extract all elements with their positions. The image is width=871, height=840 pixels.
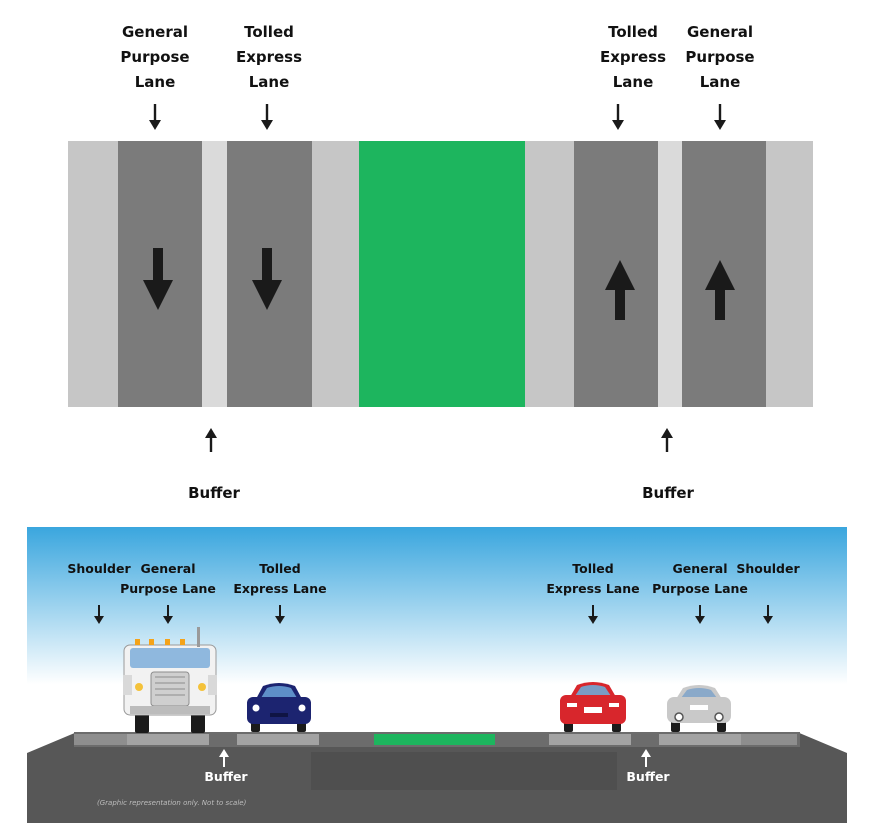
deck-shoulder-right <box>741 734 797 745</box>
label-line: Purpose Lane <box>120 581 216 596</box>
pointer-down-icon <box>163 605 173 624</box>
arrow-up-icon <box>705 260 735 320</box>
label-line: Purpose <box>685 48 755 66</box>
pointer-down-icon <box>612 104 624 130</box>
pointer-down-icon <box>261 104 273 130</box>
label-line: Tolled <box>244 23 294 41</box>
shoulder-left <box>68 141 118 407</box>
pointer-up-icon <box>205 428 217 452</box>
deck-general-right <box>659 734 741 745</box>
buffer-right <box>658 141 682 407</box>
deck-shoulder-left <box>74 734 127 745</box>
pointer-up-icon <box>661 428 673 452</box>
underpass <box>311 752 617 790</box>
cross-section-view: Shoulder General Purpose Lane Tolled Exp… <box>27 527 847 823</box>
label-line: Lane <box>612 73 654 91</box>
label-line: Lane <box>248 73 290 91</box>
label-line: General <box>140 561 196 576</box>
label-tolled-express-lane-right: Tolled Express Lane <box>533 559 653 599</box>
label-tolled-express-lane-left: Tolled Express Lane <box>209 20 329 95</box>
label-line: Lane <box>699 73 741 91</box>
cross-section-graphic <box>27 527 847 823</box>
arrow-down-icon <box>252 248 282 310</box>
buffer-left <box>202 141 227 407</box>
label-line: Express <box>599 48 667 66</box>
pointer-down-icon <box>588 605 598 624</box>
pointer-up-icon <box>219 749 229 767</box>
shoulder-inner-right <box>525 141 574 407</box>
pointer-up-icon <box>641 749 651 767</box>
plan-view: General Purpose Lane Tolled Express Lane… <box>68 20 813 502</box>
label-line: Express Lane <box>233 581 327 596</box>
silver-car-icon <box>667 685 731 732</box>
pointer-down-icon <box>763 605 773 624</box>
pointer-down-icon <box>275 605 285 624</box>
label-general-purpose-lane-right: General Purpose Lane <box>660 20 780 95</box>
deck-tolled-right <box>549 734 631 745</box>
arrow-down-icon <box>143 248 173 310</box>
pointer-down-icon <box>149 104 161 130</box>
red-car-icon <box>560 682 626 732</box>
label-tolled-express-lane-right: Tolled Express Lane <box>573 20 693 95</box>
arrow-up-icon <box>605 260 635 320</box>
deck-tolled-left <box>237 734 319 745</box>
pointer-down-icon <box>695 605 705 624</box>
label-tolled-express-lane-left: Tolled Express Lane <box>220 559 340 599</box>
label-shoulder-right: Shoulder <box>736 561 800 576</box>
label-line: Purpose <box>120 48 190 66</box>
shoulder-right <box>766 141 813 407</box>
deck-general-left <box>127 734 209 745</box>
label-buffer-left: Buffer <box>188 484 240 502</box>
shoulder-inner-left <box>312 141 359 407</box>
median <box>359 141 525 407</box>
pointer-down-icon <box>714 104 726 130</box>
label-general-purpose-lane-left: General Purpose Lane <box>95 20 215 95</box>
blue-car-icon <box>247 683 311 732</box>
label-line: General <box>672 561 728 576</box>
label-line: Purpose Lane <box>652 581 748 596</box>
label-line: Lane <box>134 73 176 91</box>
label-buffer-left: Buffer <box>204 769 248 784</box>
label-line: Tolled <box>572 561 614 576</box>
label-buffer-right: Buffer <box>642 484 694 502</box>
label-line: Tolled <box>608 23 658 41</box>
label-shoulder-left: Shoulder <box>67 561 131 576</box>
label-line: Express Lane <box>546 581 640 596</box>
deck-median <box>374 734 495 745</box>
label-line: General <box>687 23 753 41</box>
label-general-purpose-lane-left: General Purpose Lane <box>108 559 228 599</box>
plan-view-graphic <box>68 104 813 452</box>
label-line: General <box>122 23 188 41</box>
label-line: Express <box>235 48 303 66</box>
label-general-purpose-lane-right: General Purpose Lane <box>640 559 760 599</box>
truck-icon <box>123 627 217 733</box>
label-buffer-right: Buffer <box>626 769 670 784</box>
label-line: Tolled <box>259 561 301 576</box>
pointer-down-icon <box>94 605 104 624</box>
disclaimer-text: (Graphic representation only. Not to sca… <box>97 799 247 807</box>
